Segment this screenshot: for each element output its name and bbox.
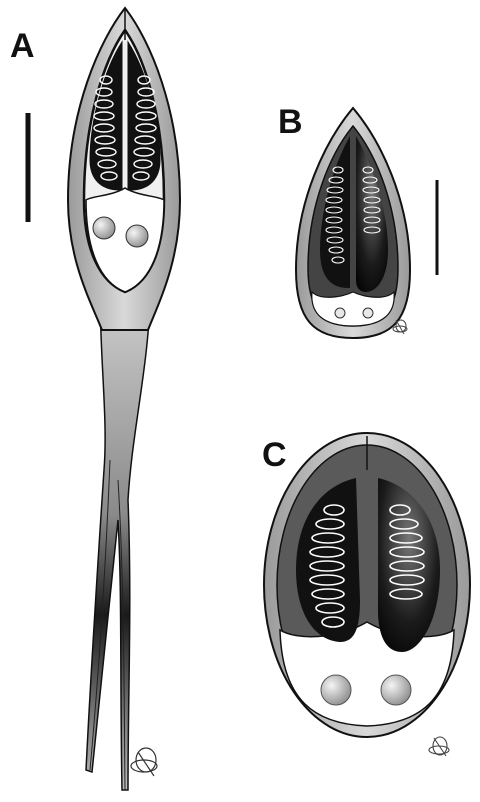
caudal-appendage <box>86 290 150 790</box>
nucleus-b2 <box>363 308 373 318</box>
panel-label-a: A <box>10 27 35 65</box>
panel-label-b: B <box>278 103 303 141</box>
nucleus-b1 <box>335 308 345 318</box>
artist-signature-a <box>131 748 157 776</box>
nucleus-a2 <box>126 225 148 247</box>
artist-signature-c <box>429 737 449 756</box>
sporoplasm-c <box>280 622 454 726</box>
panel-b: B <box>278 103 437 338</box>
nucleus-a1 <box>93 217 115 239</box>
panel-a: A <box>10 8 180 790</box>
panel-c: C <box>262 433 470 756</box>
nucleus-c1 <box>321 675 351 705</box>
panel-label-c: C <box>262 436 287 474</box>
nucleus-c2 <box>381 675 411 705</box>
